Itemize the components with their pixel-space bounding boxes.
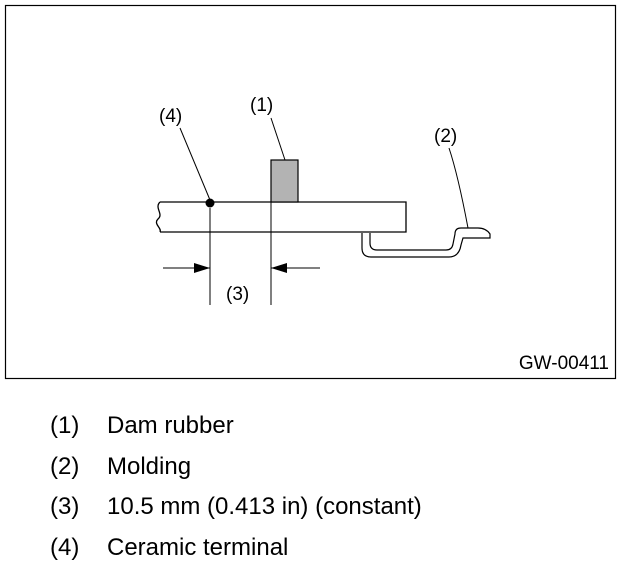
figure-border — [6, 6, 616, 379]
dam-rubber — [271, 160, 298, 202]
leader-line-1 — [271, 118, 285, 160]
callout-1: (1) — [250, 95, 273, 116]
glass-panel — [156, 202, 406, 232]
leader-line-4 — [180, 128, 210, 200]
legend-item: (3) 10.5 mm (0.413 in) (constant) — [50, 487, 422, 528]
dimension-arrow-right — [271, 263, 287, 273]
callout-3: (3) — [226, 284, 249, 305]
dimension-arrow-left — [194, 263, 210, 273]
callout-4: (4) — [159, 106, 182, 127]
leader-line-2 — [449, 148, 468, 228]
legend-item: (2) Molding — [50, 447, 422, 488]
figure-reference-code: GW-00411 — [519, 353, 609, 374]
diagram-figure: (4) (1) (2) (3) GW-00411 — [0, 0, 622, 390]
legend-text: Molding — [107, 447, 191, 488]
legend-list: (1) Dam rubber (2) Molding (3) 10.5 mm (… — [50, 406, 422, 568]
legend-number: (3) — [50, 487, 107, 528]
legend-item: (1) Dam rubber — [50, 406, 422, 447]
legend-text: 10.5 mm (0.413 in) (constant) — [107, 487, 422, 528]
legend-number: (1) — [50, 406, 107, 447]
legend-text: Dam rubber — [107, 406, 234, 447]
callout-2: (2) — [434, 126, 457, 147]
legend-number: (2) — [50, 447, 107, 488]
